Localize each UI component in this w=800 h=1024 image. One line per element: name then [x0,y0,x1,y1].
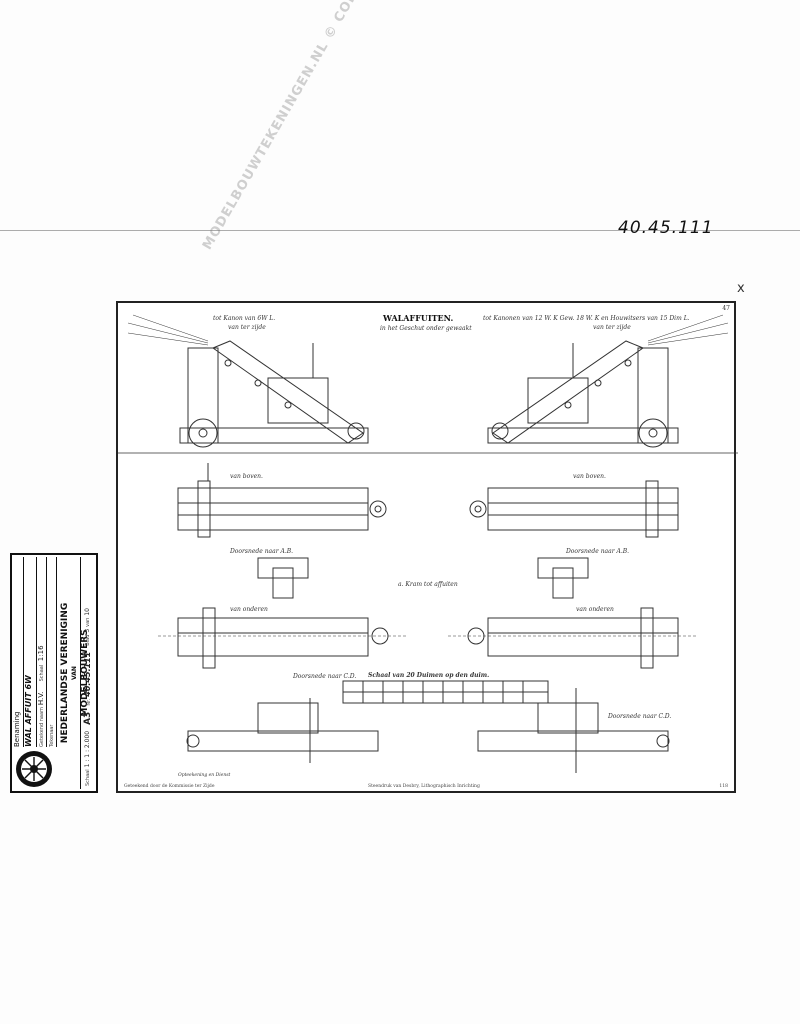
right-side-view [487,314,729,448]
label-top-right: van boven. [573,473,606,480]
stamp-row-name: WAL AFFUIT 6W [24,557,37,747]
label-middle: a. Kram tot affuiten [398,581,458,588]
bottom-left-note: Opteekening en Dienst [178,773,231,778]
stamp-name-value: WAL AFFUIT 6W [24,675,33,747]
label-section-ab-right: Doorsnede naar A.B. [566,548,630,555]
label-section-ab-left: Doorsnede naar A.B. [230,548,294,555]
page-number: 47 [722,305,730,312]
right-section-cd [477,688,670,773]
right-bottom-view [448,607,698,669]
society-logo-icon [16,751,52,787]
footer-center: Steendruk van Desbry, Lithographisch Inr… [368,784,480,789]
footer-left: Geteekend door de Kommissie ter Zijde [124,784,215,789]
plate-subtitle: in het Geschut onder gewaakt [380,325,472,332]
label-section-cd-left: Doorsnede naar C.D. [293,673,357,680]
title-block-holder: Benaming WAL AFFUIT 6W Getekend naamH.V.… [10,553,98,793]
left-bottom-view [158,607,408,669]
label-mid-left: van onderen [230,606,268,613]
title-block-stamp: Benaming WAL AFFUIT 6W Getekend naamH.V.… [10,553,98,793]
right-top-view [469,480,679,538]
drawing-plate: 47 WALAFFUITEN. in het Geschut onder gew… [116,301,738,793]
stamp-header: Benaming [13,711,21,747]
stamp-row-3: Tekenaar [47,557,57,747]
plate-title: WALAFFUITEN. [383,313,454,323]
label-top-left: van boven. [230,473,263,480]
scale-label: Schaal van 20 Duimen op den duim. [368,672,490,679]
stamp-row-header: Benaming [13,557,24,747]
technical-drawing [118,314,738,773]
left-caption: tot Kanon van 6W L. [213,315,276,322]
left-side-view [127,314,369,448]
left-section-cd [186,698,379,763]
label-mid-right: van onderen [576,606,614,613]
left-caption-sub: van ter zijde [228,324,266,331]
right-caption-sub: van ter zijde [593,324,631,331]
archive-number: 40.45.111 [618,218,714,238]
left-top-view [177,463,387,538]
footer-right: 118 [719,784,728,789]
label-section-cd-right: Doorsnede naar C.D. [608,713,672,720]
copyright-watermark: MODELBOUWTEKENINGEN.NL © COPYRIGHT [200,0,392,253]
stamp-bottom-row: Schaal1 : 1 : 2.000 A3 Nr.40.45.111 Blad… [80,557,94,789]
scan-edge-line [0,230,800,231]
corner-mark: x [737,281,745,296]
stamp-row-2: Getekend naamH.V. Schaal 1:16 [37,557,47,747]
right-caption: tot Kanonen van 12 W. K Gew. 18 W. K en … [483,315,690,322]
